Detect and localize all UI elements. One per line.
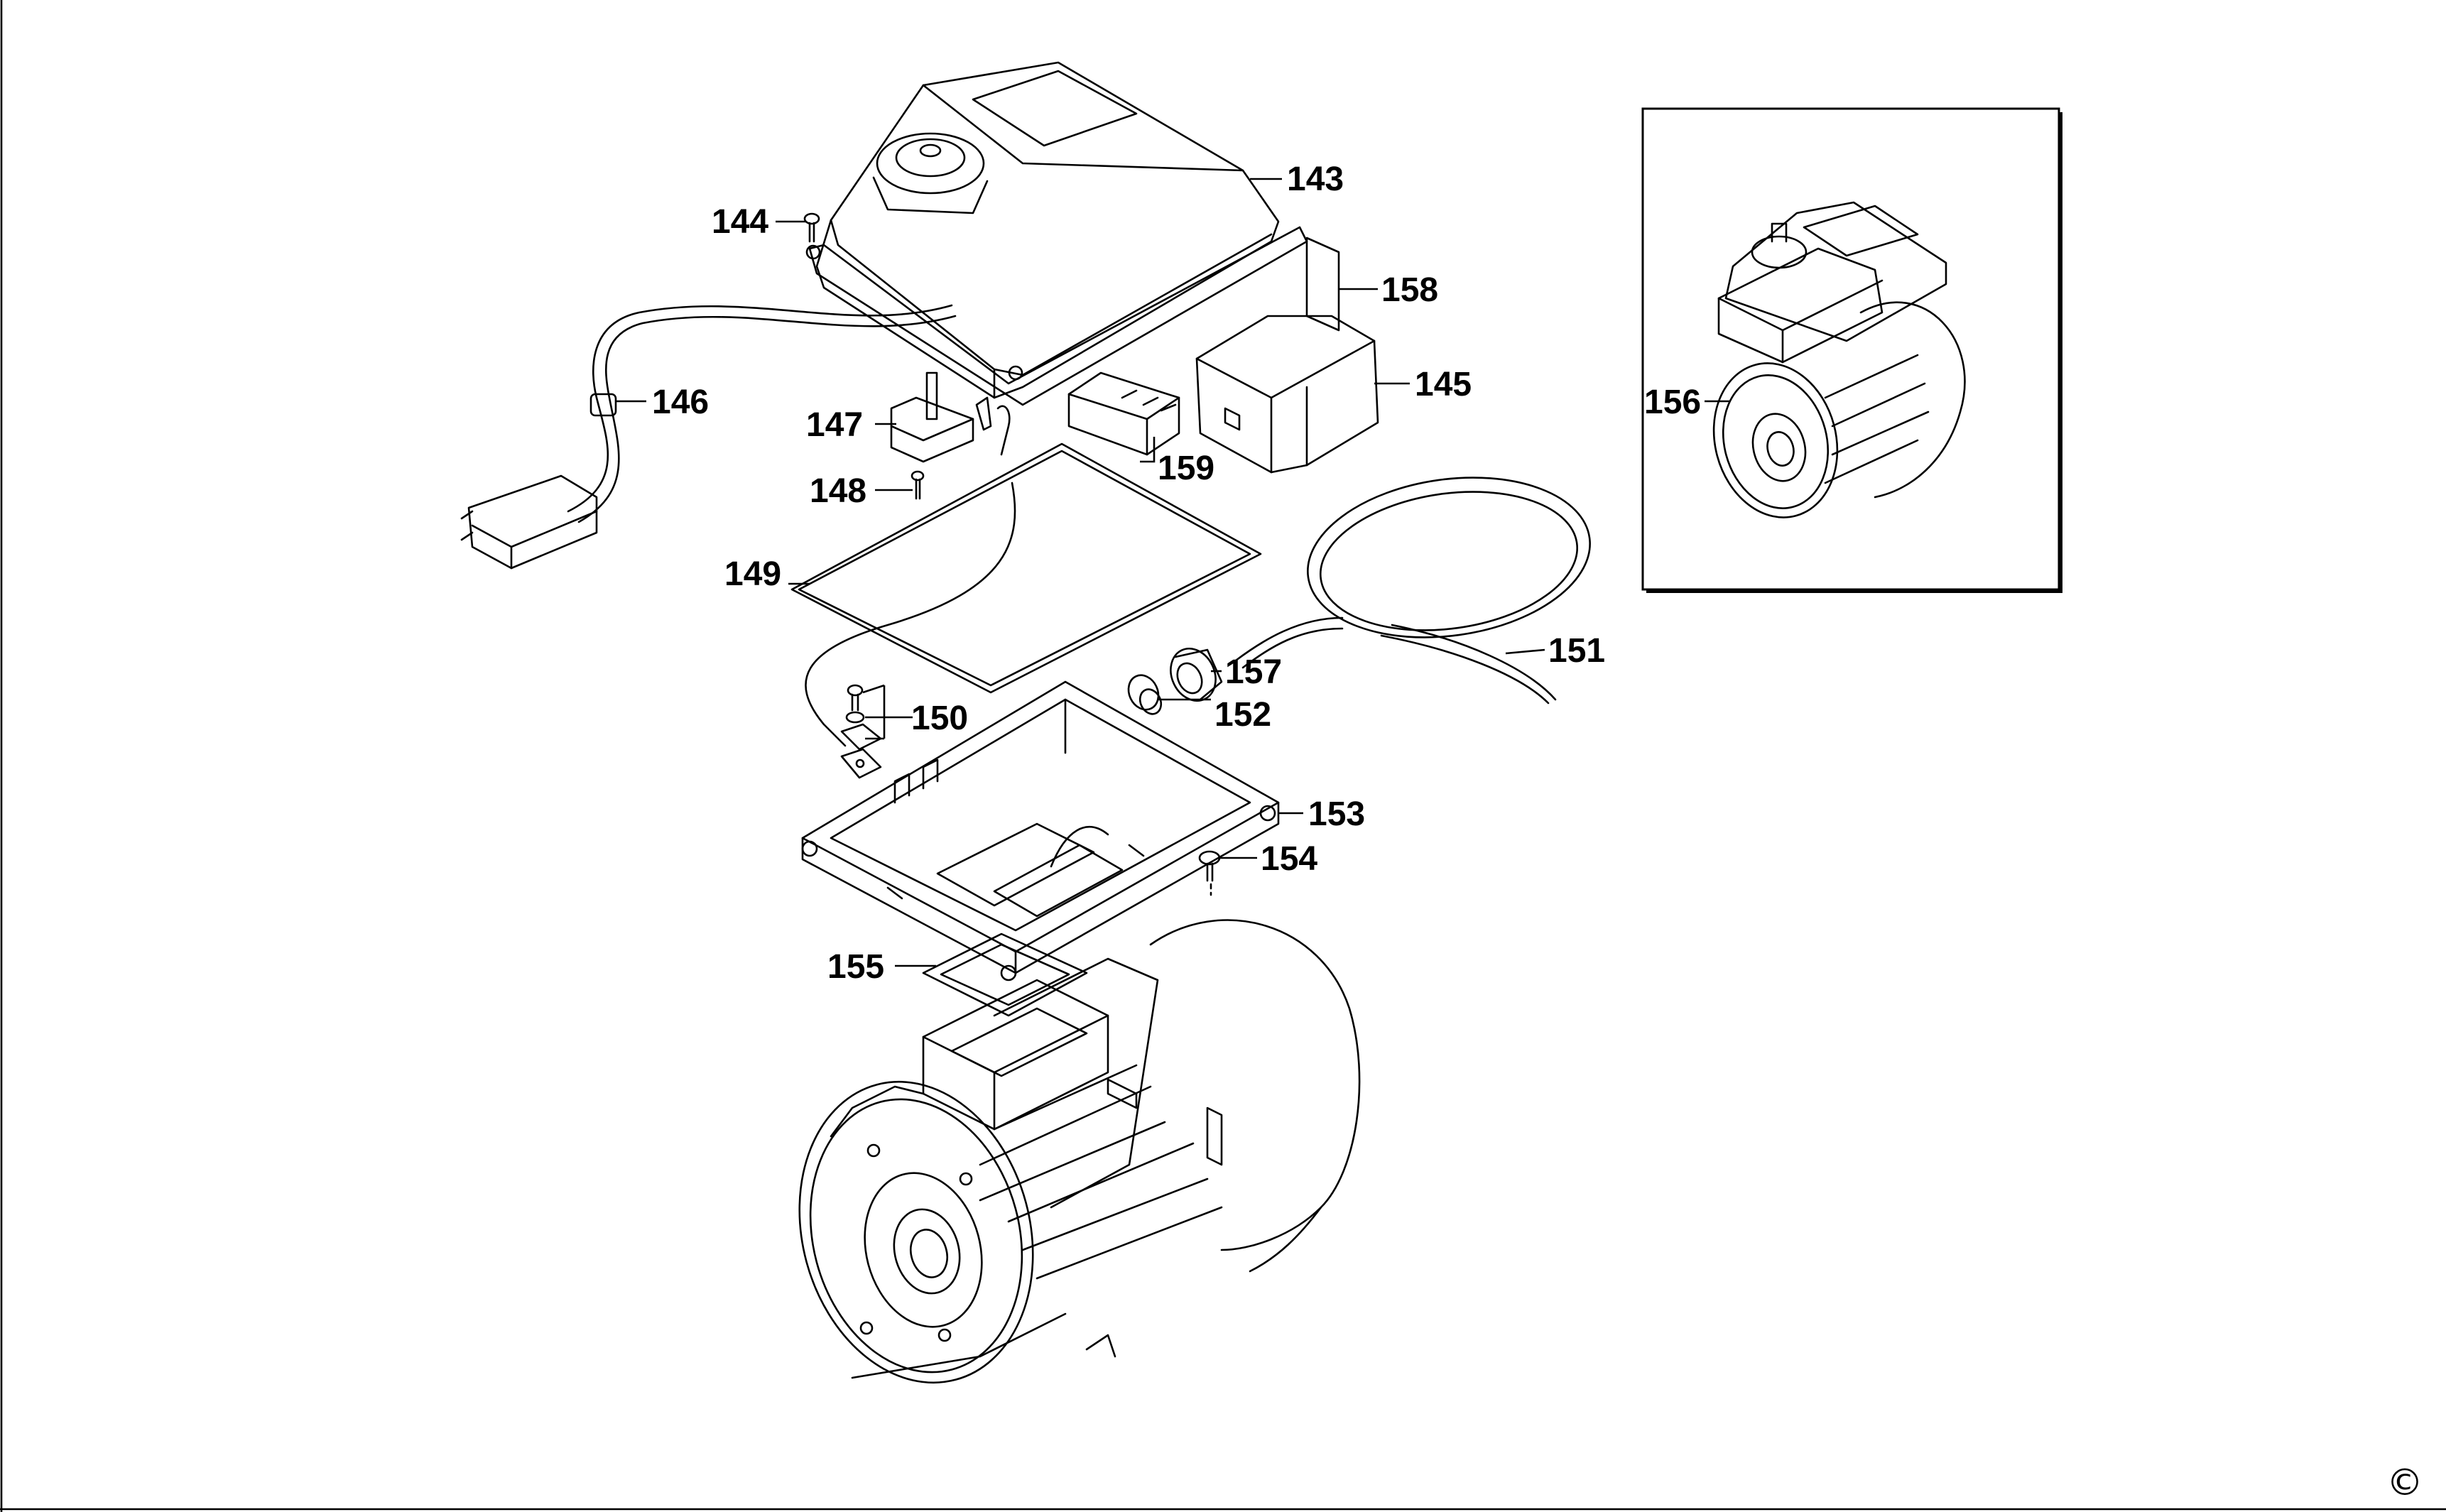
label-plate-part-158 [1305,236,1340,332]
gasket-part-155 [922,932,1088,1017]
screw-part-148 [911,470,925,500]
part-labels: 143 144 145 146 147 148 149 150 151 152 … [652,161,1701,986]
switch-part-147 [890,371,1011,463]
gasket-part-149 [790,442,1262,694]
label-144: 144 [712,203,768,241]
label-158: 158 [1381,271,1438,309]
power-cable-part-151 [1234,477,1591,705]
terminal-cover-part-143 [805,61,1308,406]
leader-lines [616,178,1729,967]
label-152: 152 [1214,696,1271,734]
terminal-block-part-159 [1067,371,1180,456]
label-154: 154 [1261,840,1317,878]
label-146: 146 [652,384,709,421]
label-159: 159 [1158,450,1214,487]
label-145: 145 [1415,366,1472,403]
label-155: 155 [827,948,884,986]
inset-assembled-view [1641,107,2062,593]
terminal-box-base-part-153 [801,680,1280,974]
label-153: 153 [1308,795,1365,833]
screw-part-154 [1198,850,1221,896]
label-157: 157 [1225,653,1282,691]
copyright-mark: © [2386,1462,2423,1504]
label-148: 148 [810,472,866,510]
screw-part-144 [803,212,820,243]
earth-terminal-part-150 [805,482,1016,779]
plug-part-152 [1127,674,1163,715]
label-150: 150 [911,700,968,737]
label-147: 147 [806,406,863,444]
label-156: 156 [1644,384,1701,421]
label-143: 143 [1287,161,1344,198]
label-149: 149 [724,555,781,593]
label-151: 151 [1548,632,1605,670]
motor-assembly [798,919,1361,1384]
remote-switch-cable-part-146 [460,304,957,570]
cover-part-145 [1195,315,1379,474]
